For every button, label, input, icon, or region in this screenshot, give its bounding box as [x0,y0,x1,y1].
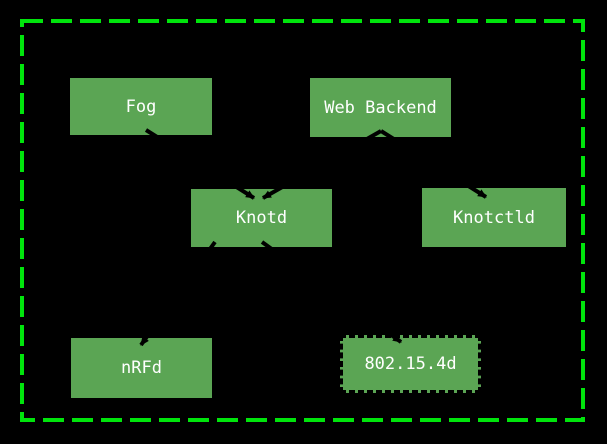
node-label-knotctld: Knotctld [453,207,535,228]
node-web-backend: Web Backend [310,78,451,137]
node-label-knotd: Knotd [235,208,288,228]
node-label-web-backend: Web Backend [324,97,437,118]
node-802-15-4d: 802.15.4d [340,335,481,393]
node-knotd: Knotd [191,189,332,247]
edge-fog-to-knotd [144,128,256,200]
node-label-nrfd: nRFd [121,358,162,378]
node-nrfd: nRFd [71,338,212,398]
edge-knotd-to-802-15-4d [260,240,403,344]
edge-web-backend-to-knotd [262,129,382,200]
node-label-fog: Fog [125,96,157,117]
node-knotctld: Knotctld [422,188,566,247]
node-fog: Fog [70,78,212,135]
node-label-802-15-4d: 802.15.4d [364,354,457,374]
edge-knotd-to-nrfd [139,240,217,347]
